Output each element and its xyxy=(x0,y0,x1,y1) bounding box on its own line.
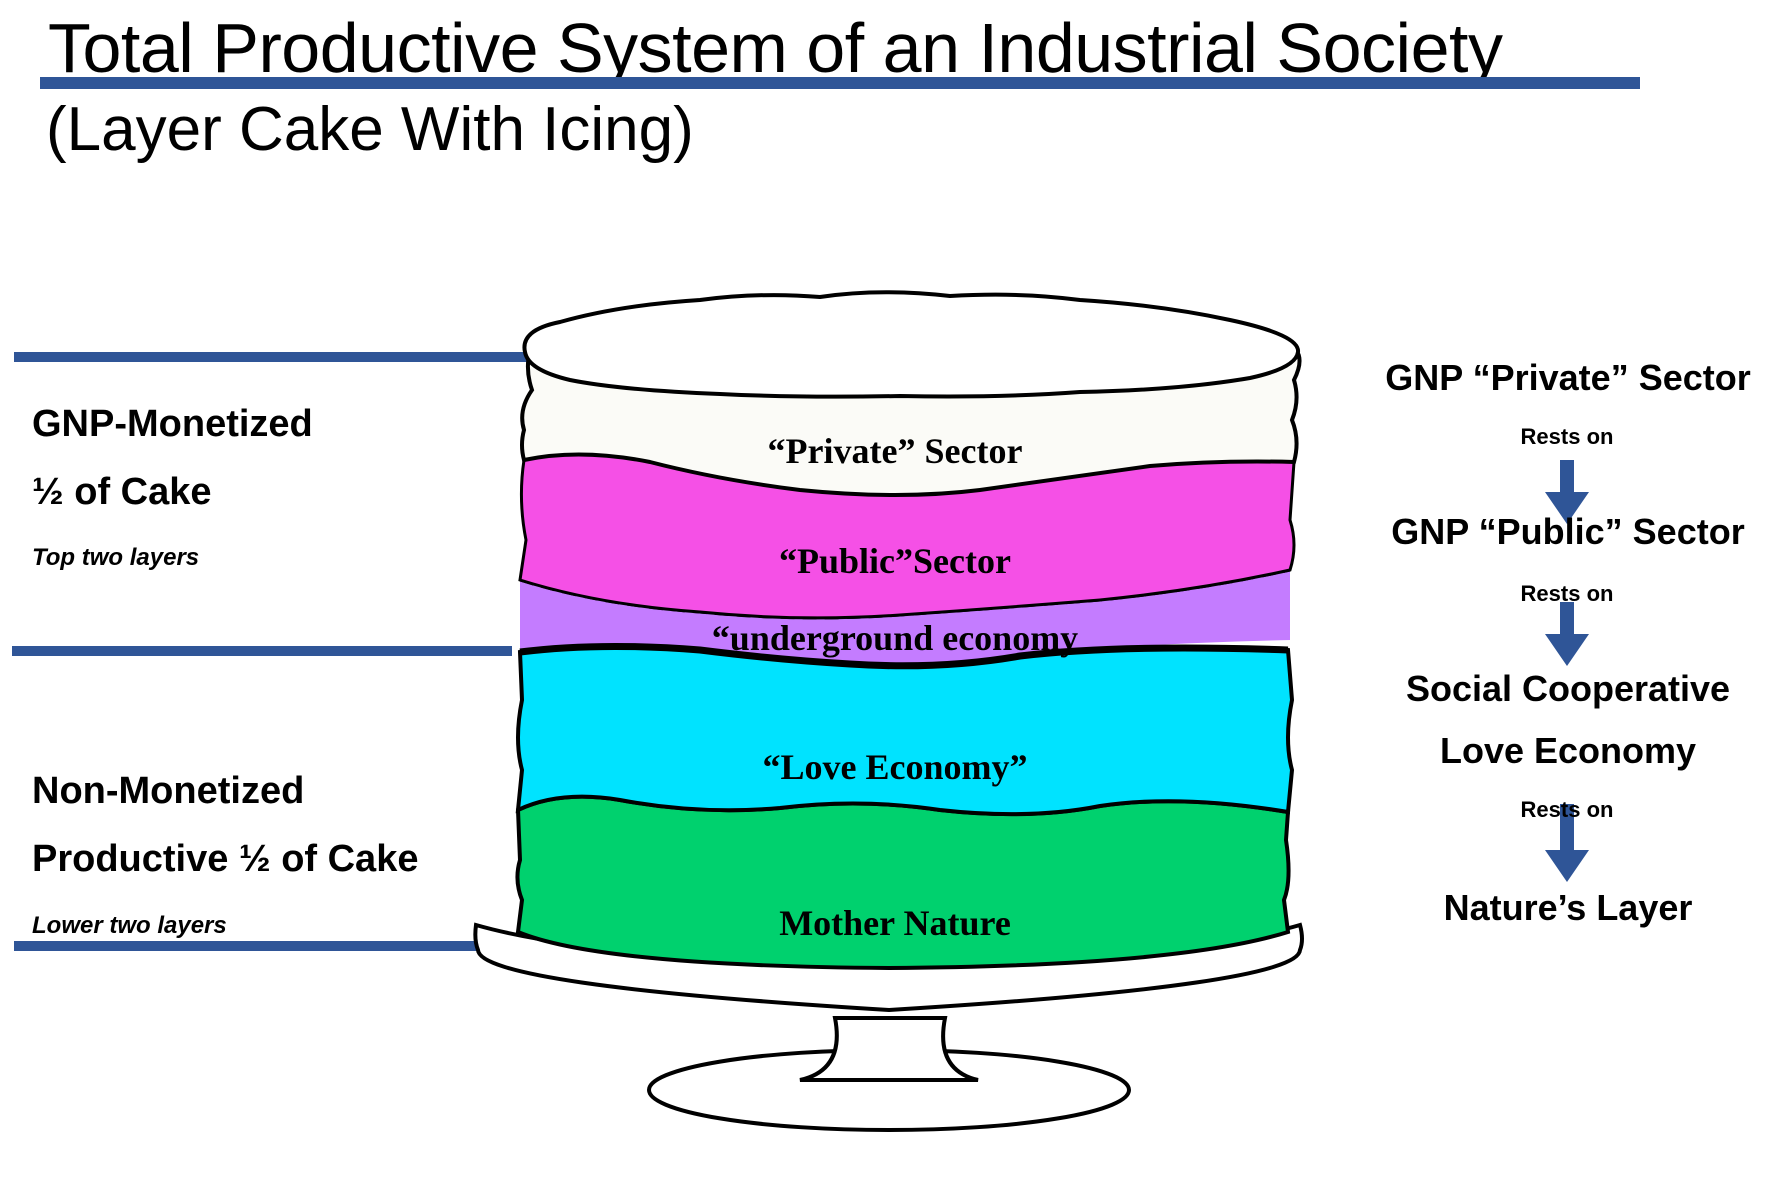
layer-label-nature: Mother Nature xyxy=(779,903,1011,943)
rests-on-label-3: Rests on xyxy=(1520,797,1614,822)
divider-middle xyxy=(12,646,512,656)
step-love-economy: Love Economy xyxy=(1439,730,1697,771)
divider-top xyxy=(14,352,532,362)
title-underline xyxy=(40,77,1640,89)
layer-label-private: “Private” Sector xyxy=(768,431,1023,471)
step-natures-layer: Nature’s Layer xyxy=(1443,887,1693,928)
rests-on-label-1: Rests on xyxy=(1520,424,1614,449)
page-subtitle: (Layer Cake With Icing) xyxy=(46,95,694,164)
divider-bottom xyxy=(14,941,528,951)
stand-pedestal xyxy=(799,1016,979,1082)
non-monetized-heading: Non-Monetized xyxy=(32,770,305,812)
layer-label-underground: “underground economy xyxy=(712,618,1078,658)
layer-underground xyxy=(520,570,1290,666)
layer-label-public: “Public”Sector xyxy=(779,541,1011,581)
monetized-fraction: ½ of Cake xyxy=(32,471,212,513)
step-public-sector: GNP “Public” Sector xyxy=(1391,511,1745,552)
layer-love xyxy=(515,644,1295,817)
arrow-down-icon-1 xyxy=(1545,460,1589,524)
arrow-down-icon-3 xyxy=(1545,804,1589,882)
monetized-heading: GNP-Monetized xyxy=(32,403,313,445)
step-private-sector: GNP “Private” Sector xyxy=(1385,357,1751,398)
rests-on-label-2: Rests on xyxy=(1520,581,1614,606)
non-monetized-note: Lower two layers xyxy=(32,912,227,939)
layer-label-love: “Love Economy” xyxy=(763,747,1028,787)
underground-solid-border xyxy=(519,642,1289,670)
step-social-cooperative: Social Cooperative xyxy=(1405,668,1731,709)
monetized-note: Top two layers xyxy=(32,544,200,571)
page-title: Total Productive System of an Industrial… xyxy=(48,9,1503,87)
cake-top xyxy=(522,290,1300,399)
non-monetized-fraction: Productive ½ of Cake xyxy=(32,838,419,880)
arrow-down-icon-2 xyxy=(1545,602,1589,666)
